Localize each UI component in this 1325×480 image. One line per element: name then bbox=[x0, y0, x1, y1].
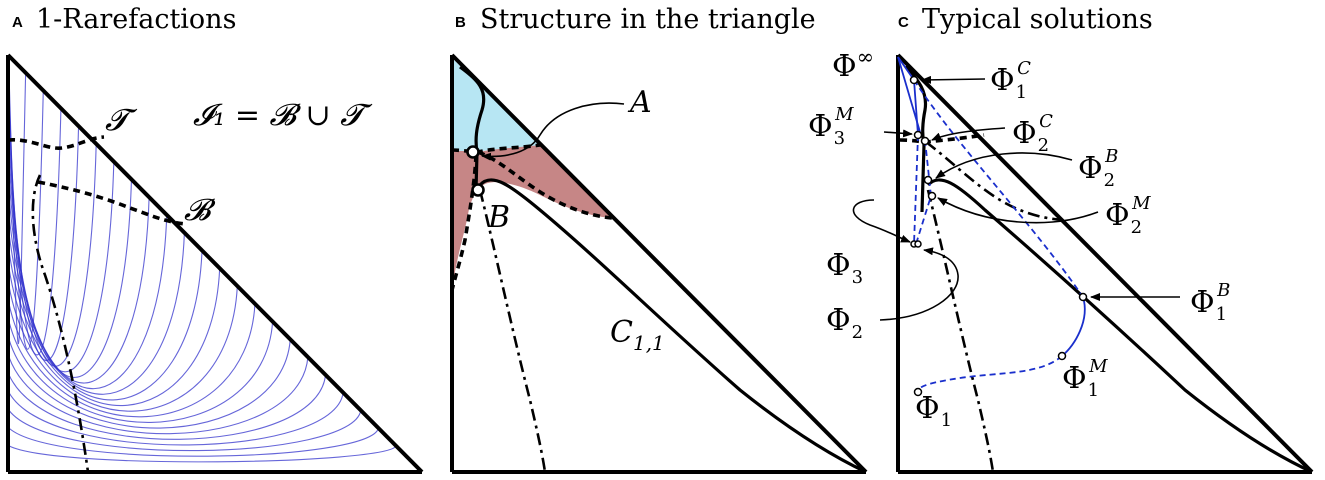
point-a bbox=[466, 145, 480, 159]
region-top bbox=[452, 58, 540, 152]
arrow-phi3M bbox=[883, 129, 913, 138]
label-phi2C: Φ2C bbox=[1012, 111, 1053, 156]
panel-b: B Structure in the triangle A B C1,1 bbox=[450, 4, 868, 474]
panel-c: C Typical solutions bbox=[808, 4, 1314, 474]
label-phi3: Φ3 bbox=[826, 248, 863, 288]
point-phi2M bbox=[927, 191, 937, 201]
flow-line bbox=[8, 427, 379, 457]
arrow-phi2 bbox=[879, 247, 959, 321]
label-C11: C1,1 bbox=[610, 315, 665, 355]
path-dashed-1a bbox=[913, 79, 1084, 298]
hypotenuse-b bbox=[450, 53, 868, 474]
label-I1-equation: 𝓘₁ = 𝓑 ∪ 𝓣 bbox=[193, 98, 373, 133]
flow-line bbox=[8, 303, 256, 418]
flow-line bbox=[8, 410, 362, 452]
arrow-phi2C bbox=[931, 127, 1006, 141]
flow-line bbox=[8, 179, 133, 378]
label-phi3M: Φ3M bbox=[808, 104, 854, 149]
curve-B bbox=[37, 180, 187, 226]
flow-line bbox=[8, 161, 115, 373]
point-phi2B bbox=[923, 175, 933, 185]
panel-title-a: 1-Rarefactions bbox=[36, 4, 236, 35]
point-phi1B bbox=[1078, 292, 1088, 302]
label-phi1C: Φ1C bbox=[990, 58, 1031, 103]
flow-line bbox=[8, 445, 397, 463]
arrow-phi2B bbox=[935, 152, 1073, 179]
hypotenuse-a bbox=[6, 53, 424, 474]
panel-title-c: Typical solutions bbox=[922, 4, 1153, 35]
point-phi2C bbox=[920, 136, 930, 146]
path-dashed-1b bbox=[917, 355, 1063, 393]
panel-letter-c: C bbox=[898, 14, 909, 31]
label-A: A bbox=[627, 85, 652, 120]
flow-line bbox=[8, 232, 185, 395]
flow-line bbox=[8, 285, 238, 412]
flow-line bbox=[8, 392, 344, 446]
dash-dot-line-a bbox=[31, 174, 90, 473]
flow-line bbox=[8, 321, 274, 423]
flow-line bbox=[8, 214, 168, 390]
label-phi1: Φ1 bbox=[915, 391, 952, 431]
flow-line bbox=[8, 197, 150, 384]
arrow-phi2M bbox=[937, 197, 1099, 224]
point-phi2 bbox=[914, 240, 922, 248]
point-b bbox=[471, 183, 485, 197]
flow-line bbox=[8, 250, 203, 401]
label-phi1B: Φ1B bbox=[1190, 280, 1230, 325]
point-phi1M bbox=[1057, 351, 1067, 361]
curve-C11 bbox=[478, 178, 867, 474]
label-phi-inf: Φ∞ bbox=[832, 45, 874, 84]
point-phi3M bbox=[913, 130, 923, 140]
point-phi1C bbox=[909, 75, 919, 85]
flow-line bbox=[8, 339, 291, 429]
arrow-phi3 bbox=[852, 199, 911, 243]
panel-title-b: Structure in the triangle bbox=[480, 4, 816, 35]
path-solid-1b bbox=[1061, 296, 1086, 357]
hypotenuse-c bbox=[896, 53, 1314, 474]
curve-C11-c bbox=[926, 178, 1313, 474]
arrow-phi1C bbox=[921, 75, 986, 84]
dash-dot-curve-c bbox=[925, 140, 1063, 222]
curve-c-thick-mid bbox=[920, 144, 926, 213]
panel-letter-b: B bbox=[455, 14, 466, 31]
label-T: 𝓣 bbox=[105, 103, 138, 138]
flow-line bbox=[8, 374, 327, 440]
flow-lines bbox=[8, 72, 397, 463]
dash-dot-line-b bbox=[478, 189, 547, 473]
path-dashed-3 bbox=[913, 134, 919, 245]
label-B: 𝓑 bbox=[184, 193, 216, 228]
panel-letter-a: A bbox=[12, 14, 23, 31]
label-B-point: B bbox=[487, 200, 510, 235]
dash-dot-line-c bbox=[926, 189, 995, 473]
label-phi2B: Φ2B bbox=[1078, 146, 1118, 191]
point-phi1 bbox=[913, 387, 923, 397]
flow-line bbox=[8, 356, 309, 435]
path-solid-2 bbox=[897, 56, 921, 133]
panel-a: A 1-Rarefactions 𝓘₁ = 𝓑 ∪ 𝓣 𝓣 𝓑 bbox=[6, 4, 424, 474]
curve-dotted-b-left bbox=[450, 154, 478, 291]
flow-line bbox=[8, 268, 221, 407]
label-phi2M: Φ2M bbox=[1105, 193, 1151, 238]
label-phi2: Φ2 bbox=[826, 303, 863, 343]
label-phi1M: Φ1M bbox=[1062, 356, 1108, 401]
arrow-to-A bbox=[481, 102, 625, 161]
